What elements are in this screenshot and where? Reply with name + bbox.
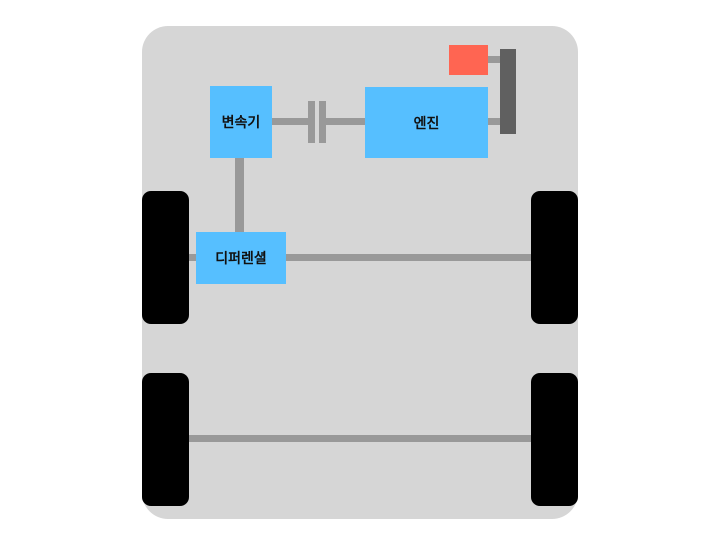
differential-label: 디퍼렌셜 — [215, 251, 267, 267]
differential-box: 디퍼렌셜 — [196, 232, 286, 284]
engine-label: 엔진 — [413, 115, 440, 132]
clutch-plate-right — [319, 101, 326, 143]
rear-left-wheel — [142, 373, 189, 506]
starter-motor — [449, 45, 488, 75]
transmission-to-clutch-shaft — [272, 118, 308, 125]
engine-box: 엔진 — [365, 87, 488, 158]
transmission-box: 변속기 — [210, 86, 272, 158]
rear-axle — [188, 435, 532, 442]
front-right-wheel — [531, 191, 578, 324]
front-axle — [188, 254, 532, 261]
front-left-wheel — [142, 191, 189, 324]
engine-to-flywheel-shaft — [488, 118, 500, 125]
starter-shaft — [488, 56, 500, 63]
rear-right-wheel — [531, 373, 578, 506]
propeller-shaft — [235, 158, 244, 232]
flywheel — [500, 49, 516, 134]
clutch-plate-left — [308, 101, 315, 143]
transmission-label: 변속기 — [221, 115, 261, 131]
clutch-to-engine-shaft — [326, 118, 365, 125]
